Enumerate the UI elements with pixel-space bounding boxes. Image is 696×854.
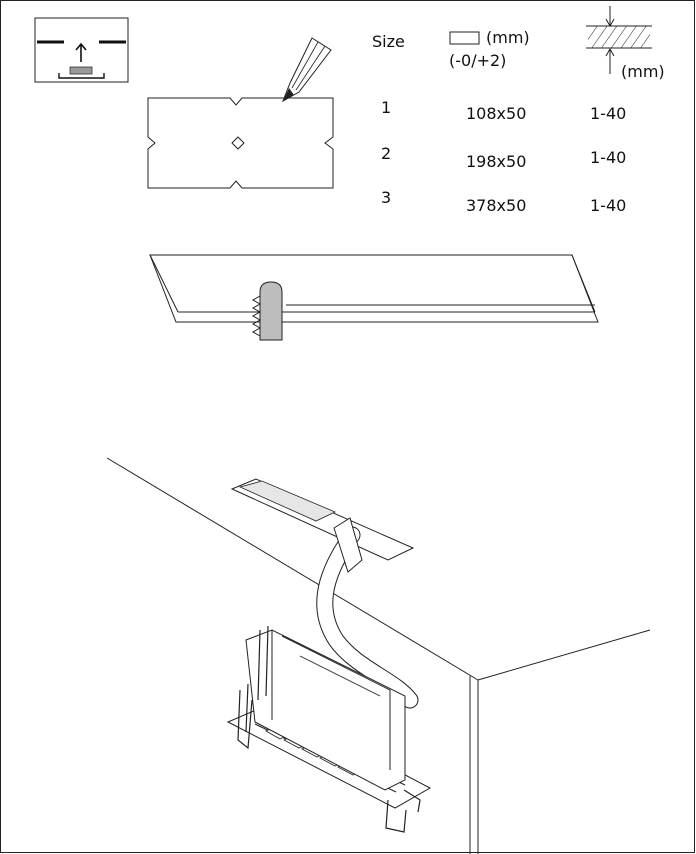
row-2-cutout: 198x50 [466, 152, 527, 171]
cutout-unit-label: (mm) [486, 28, 530, 47]
cutout-template [147, 97, 334, 189]
jigsaw-blade-icon [251, 281, 283, 341]
recessed-mount-icon [34, 17, 129, 83]
row-1-thickness: 1-40 [590, 104, 627, 123]
row-3-size: 3 [381, 188, 392, 207]
ceiling-board [149, 254, 599, 323]
thickness-unit-label: (mm) [621, 62, 665, 81]
size-header: Size [372, 32, 405, 51]
row-3-thickness: 1-40 [590, 196, 627, 215]
row-2-size: 2 [381, 144, 392, 163]
ceiling-thickness-icon [586, 6, 652, 74]
row-1-size: 1 [381, 98, 392, 117]
linear-downlight-fixture [226, 625, 432, 833]
power-cable [316, 517, 419, 709]
rectangle-cutout-icon [449, 31, 480, 45]
pencil-icon [282, 37, 332, 103]
row-1-cutout: 108x50 [466, 104, 527, 123]
row-3-cutout: 378x50 [466, 196, 527, 215]
row-2-thickness: 1-40 [590, 148, 627, 167]
tolerance-label: (-0/+2) [449, 51, 507, 70]
ceiling-perspective [106, 457, 651, 854]
